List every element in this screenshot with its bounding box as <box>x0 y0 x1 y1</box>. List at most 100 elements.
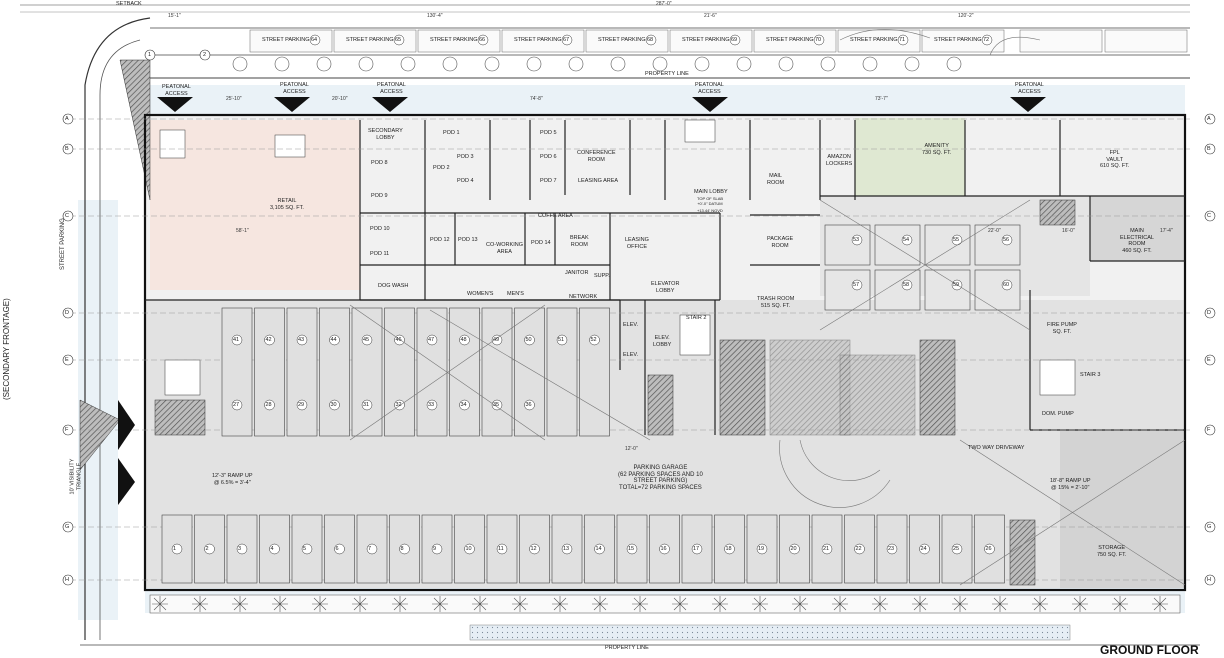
lower-stall-number: 13 <box>563 546 570 552</box>
lower-stall-number: 18 <box>725 546 732 552</box>
palm-symbol <box>272 596 288 612</box>
parking-stall <box>449 307 480 437</box>
stall-number-badge <box>524 399 535 411</box>
grid-label-A: A <box>65 116 69 122</box>
grid-bubble <box>62 113 74 125</box>
elevator-lobby-label: ELEVATOR LOBBY <box>651 281 680 294</box>
dim-d1: 25'-10" <box>226 96 242 102</box>
stall-number-badge <box>981 34 993 46</box>
street-parking-label: STREET PARKING <box>934 37 982 43</box>
grid-bubble <box>1204 521 1216 533</box>
lower-stall-number: 2 <box>205 546 209 552</box>
mens-label: MEN'S <box>507 291 524 297</box>
pod6-label: POD 6 <box>540 154 557 160</box>
street-parking-number: 65 <box>395 37 402 43</box>
parking-stall <box>974 224 1021 266</box>
grid-label-H: H <box>65 577 69 583</box>
street-parking-stall <box>417 29 501 53</box>
stall-number-badge <box>897 34 909 46</box>
lower-stall-number: 25 <box>953 546 960 552</box>
driveway-curves <box>779 29 1041 508</box>
tree-symbol <box>946 56 962 72</box>
vehicle-exit-arrow <box>118 458 135 505</box>
palm-symbol <box>832 596 848 612</box>
stall-number-badge <box>204 543 215 555</box>
stall-number-badge <box>491 399 503 411</box>
pod2-label: POD 2 <box>433 165 450 171</box>
upper-stall-number: 45 <box>363 337 370 343</box>
upper-stall-number: 42 <box>265 337 272 343</box>
stall-number-badge <box>951 543 963 555</box>
stall-number-badge <box>399 543 410 555</box>
stall-number-badge <box>919 543 930 555</box>
pod11-label: POD 11 <box>370 251 390 257</box>
parking-stalls-lower <box>161 514 1005 584</box>
stall-number-badge <box>626 543 638 555</box>
elev-lobby-label: ELEV. LOBBY <box>653 335 672 348</box>
stall-number-badge <box>231 334 243 346</box>
stall-number-badge <box>984 543 995 555</box>
grid-bubble <box>62 143 74 155</box>
stall-number-badge <box>901 234 913 246</box>
grid-bubble <box>1204 210 1216 222</box>
dim-seg1: 15'-1" <box>168 13 181 19</box>
parking-stalls-upper <box>221 307 610 437</box>
street-parking-label: STREET PARKING <box>430 37 478 43</box>
east-stall-number: 58 <box>903 282 910 288</box>
street-parking-row <box>20 4 1190 79</box>
street-parking-stall <box>837 29 921 53</box>
grid-bubble <box>62 307 74 319</box>
stair3-label: STAIR 3 <box>1080 372 1101 378</box>
upper-stall-number: 44 <box>330 337 337 343</box>
lower-stall-number: 19 <box>758 546 765 552</box>
stall-number-badge <box>886 543 898 555</box>
ramp-up-label-2: 12'-3" RAMP UP @ 6.5% = 3'-4" <box>212 473 253 486</box>
east-stall-number: 55 <box>953 237 960 243</box>
grid-lines <box>62 49 1216 586</box>
stall-number-badge <box>329 399 340 411</box>
main-lobby-label: MAIN LOBBY <box>694 189 728 195</box>
stall-number-badge <box>851 234 863 246</box>
lower-stall-number: 5 <box>303 546 307 552</box>
palm-symbol <box>312 596 328 612</box>
stall-number-badge <box>789 543 800 555</box>
stair2-label: STAIR 2 <box>686 315 707 321</box>
visibility-hatch <box>119 59 151 201</box>
electrical-fill <box>1090 196 1185 261</box>
pod14-label: POD 14 <box>531 240 551 246</box>
dim-d3: 74'-8" <box>530 96 543 102</box>
tree-symbol <box>232 56 248 72</box>
stall-number-badge <box>851 279 863 291</box>
street-parking-number: 71 <box>899 37 906 43</box>
east-stall-number: 59 <box>953 282 960 288</box>
tree-symbol <box>316 56 332 72</box>
storage-fill <box>1060 430 1185 590</box>
stall-number-badge <box>729 34 741 46</box>
parking-stall <box>514 307 545 437</box>
break-room-label: BREAK ROOM <box>570 235 589 248</box>
grid-label-F: F <box>65 427 69 433</box>
stall-number-badge <box>1001 279 1013 291</box>
tree-symbol <box>274 56 290 72</box>
setback-label: SETBACK <box>116 1 142 7</box>
upper-row2-stall-number: 29 <box>298 402 305 408</box>
janitor-label: JANITOR <box>565 270 589 276</box>
palm-symbol <box>1152 596 1168 612</box>
parking-stall <box>351 307 383 437</box>
tree-symbol <box>694 56 710 72</box>
dim-d9: 17'-4" <box>1160 228 1173 234</box>
palm-symbol <box>232 596 248 612</box>
parking-stall <box>416 307 448 437</box>
visibility-triangle-label: 10' VISIBILITY TRIANGLE <box>69 458 82 495</box>
dom-pump-label: DOM. PUMP <box>1042 411 1074 417</box>
upper-stall-number: 48 <box>460 337 467 343</box>
upper-row2-stall-number: 30 <box>330 402 337 408</box>
stall-number-badge <box>309 34 321 46</box>
street-parking-label: STREET PARKING <box>346 37 394 43</box>
grid-label-C-right: C <box>1207 213 1211 219</box>
grid-label-D: D <box>65 310 69 316</box>
upper-row2-stall-number: 32 <box>395 402 402 408</box>
palm-symbol <box>152 596 168 612</box>
ramp-up-label: 18'-8" RAMP UP @ 15% = 2'-10" <box>1050 478 1091 491</box>
street-parking-stall <box>585 29 669 53</box>
